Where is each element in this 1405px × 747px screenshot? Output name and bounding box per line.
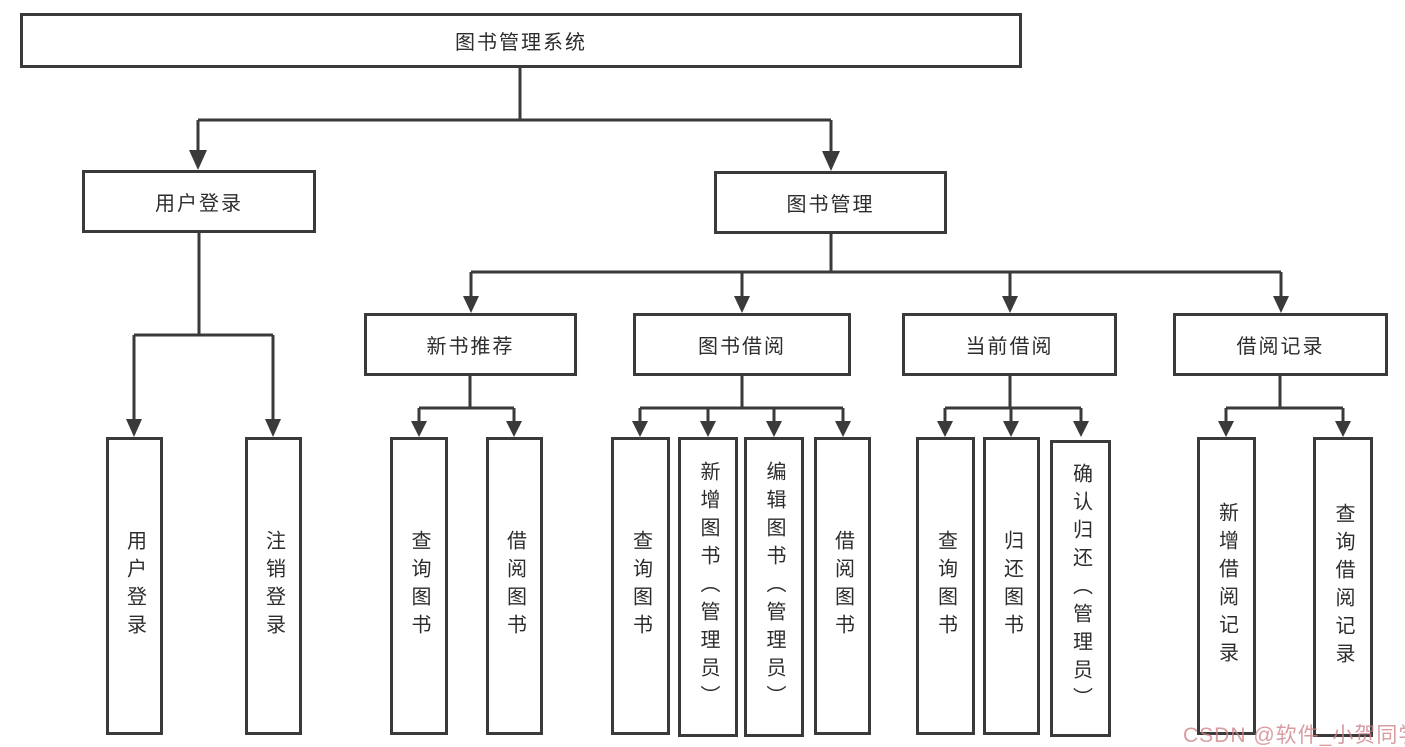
node-leaf-edit-books-admin: 编辑图书（管理员） bbox=[744, 437, 804, 737]
node-label: 用户登录 bbox=[123, 530, 146, 642]
node-leaf-logout: 注销登录 bbox=[245, 437, 302, 735]
node-label: 查询借阅记录 bbox=[1332, 503, 1354, 671]
node-label: 注销登录 bbox=[262, 530, 285, 642]
node-label: 借阅图书 bbox=[831, 530, 854, 642]
node-label: 借阅图书 bbox=[503, 530, 526, 642]
node-label: 图书借阅 bbox=[698, 336, 786, 358]
node-user-login: 用户登录 bbox=[82, 170, 316, 233]
node-label: 借阅记录 bbox=[1236, 336, 1325, 358]
node-label: 用户登录 bbox=[155, 193, 243, 215]
node-label: 新增借阅记录 bbox=[1215, 502, 1238, 670]
node-borrowing-records: 借阅记录 bbox=[1173, 313, 1388, 376]
node-leaf-query-borrow-record: 查询借阅记录 bbox=[1313, 437, 1373, 737]
node-label: 当前借阅 bbox=[965, 336, 1054, 358]
node-label: 确认归还（管理员） bbox=[1069, 462, 1092, 715]
node-leaf-return-books: 归还图书 bbox=[983, 437, 1040, 735]
node-leaf-query-books-2: 查询图书 bbox=[611, 437, 670, 735]
node-label: 查询图书 bbox=[629, 530, 652, 642]
csdn-watermark: CSDN @软件_小贺同学 bbox=[1183, 724, 1405, 747]
node-leaf-user-login: 用户登录 bbox=[106, 437, 163, 735]
node-leaf-borrow-books-1: 借阅图书 bbox=[486, 437, 543, 735]
node-book-borrowing: 图书借阅 bbox=[633, 313, 851, 376]
node-label: 图书管理 bbox=[786, 194, 875, 216]
node-label: 编辑图书（管理员） bbox=[763, 461, 785, 713]
node-leaf-confirm-return-admin: 确认归还（管理员） bbox=[1050, 440, 1111, 737]
node-label: 图书管理系统 bbox=[455, 32, 587, 54]
node-leaf-query-books-3: 查询图书 bbox=[916, 437, 975, 735]
node-leaf-add-books-admin: 新增图书（管理员） bbox=[678, 437, 738, 737]
node-new-book-recommend: 新书推荐 bbox=[364, 313, 577, 376]
node-leaf-borrow-books-2: 借阅图书 bbox=[814, 437, 871, 735]
node-leaf-add-borrow-record: 新增借阅记录 bbox=[1197, 437, 1256, 735]
node-label: 查询图书 bbox=[408, 530, 430, 642]
node-leaf-query-books-1: 查询图书 bbox=[390, 437, 448, 735]
node-book-management: 图书管理 bbox=[714, 171, 947, 234]
node-library-management-system: 图书管理系统 bbox=[20, 13, 1022, 68]
node-label: 归还图书 bbox=[1000, 530, 1023, 642]
node-label: 新增图书（管理员） bbox=[697, 461, 719, 713]
node-current-borrowing: 当前借阅 bbox=[902, 313, 1117, 376]
node-label: 新书推荐 bbox=[426, 336, 515, 358]
node-label: 查询图书 bbox=[934, 530, 957, 642]
